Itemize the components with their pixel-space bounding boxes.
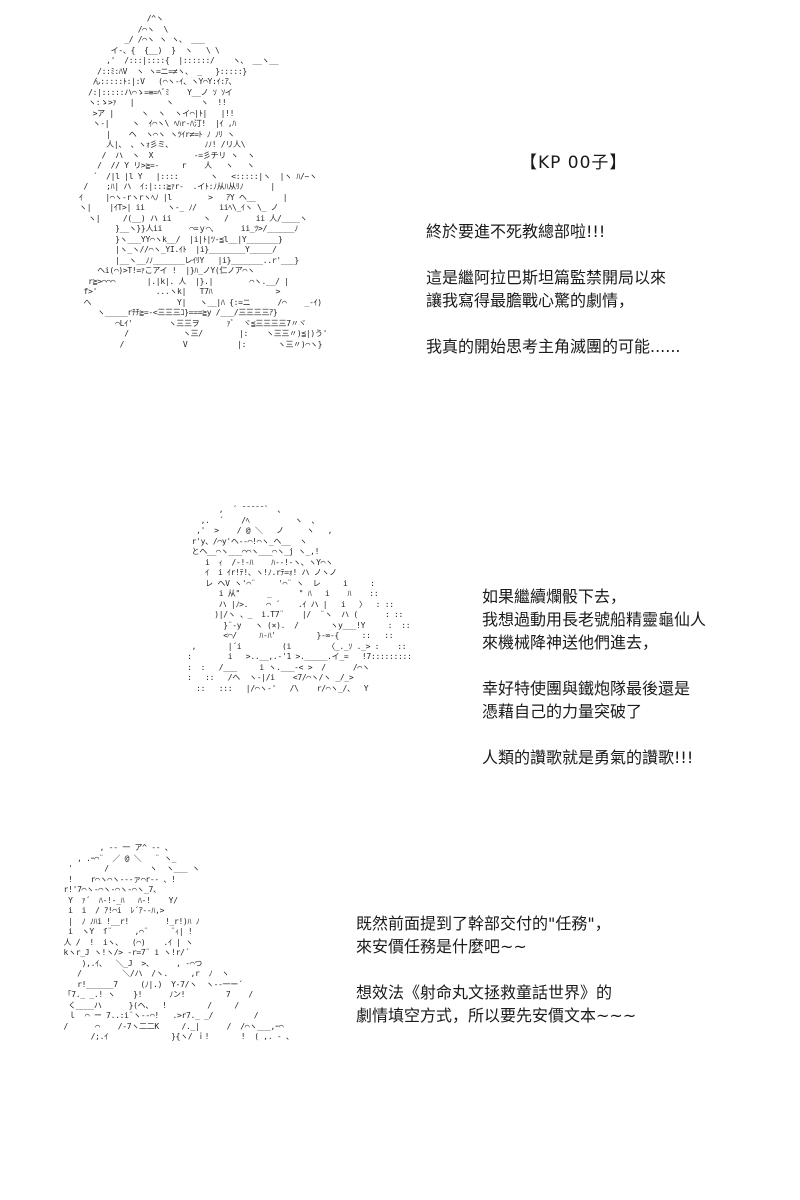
panel2-line-2: 我想過動用長老號船精靈龜仙人 [482, 610, 707, 629]
panel3-line-3: 想效法《射命丸文拯救童話世界》的 [356, 983, 613, 1002]
ascii-art-frog-hat-character-with-tail: , -- 一 ア^ -- 、 , .ｰ⌒¨ ／ @ ＼ ¨ ヽ_ ' / ヽ ヽ… [63, 843, 294, 1041]
kp-title: 【KP 00子】 [520, 153, 628, 173]
panel2-line-5: 憑藉自己的力量突破了 [482, 702, 643, 721]
panel1-line-3: 讓我寫得最膽戰心驚的劇情， [426, 291, 635, 310]
panel2-line-6: 人類的讚歌就是勇氣的讚歌!!! [482, 748, 694, 767]
panel3-line-4: 劇情填空方式，所以要先安價文本~~~ [356, 1006, 637, 1025]
panel2-caption: 如果繼續爛骰下去， 我想過動用長老號船精靈龜仙人 來機械降神送他們進去， 幸好特… [482, 585, 706, 769]
ascii-art-frog-hat-character: , ´ ̄ ̄ ̄ ̄ ̄ ` 、 ,. ´ /ﾍ ヽ 、 ,' > / @ ＼… [187, 505, 412, 693]
panel3-line-1: 既然前面提到了幹部交付的"任務"， [356, 914, 611, 933]
panel1-line-4: 我真的開始思考主角滅團的可能...... [426, 337, 681, 356]
panel1-caption: 【KP 00子】 終於要進不死教總部啦!!! 這是繼阿拉巴斯坦篇監禁開局以來 讓… [426, 152, 681, 358]
ascii-art-kp-dome-character: /^ヽ /⌒ヽ \ _/ /⌒ヽ ヽ ヽ、 ___ イ-、{ {__) } ヽ … [79, 14, 328, 349]
panel3-caption: 既然前面提到了幹部交付的"任務"， 來安價任務是什麼吧~~ 想效法《射命丸文拯救… [356, 912, 636, 1027]
panel1-line-1: 終於要進不死教總部啦!!! [426, 222, 606, 241]
panel1-line-2: 這是繼阿拉巴斯坦篇監禁開局以來 [426, 268, 667, 287]
panel3-line-2: 來安價任務是什麼吧~~ [356, 937, 527, 956]
panel2-line-3: 來機械降神送他們進去， [482, 633, 659, 652]
panel2-line-1: 如果繼續爛骰下去， [482, 587, 627, 606]
panel2-line-4: 幸好特使團與鐵炮隊最後還是 [482, 679, 691, 698]
